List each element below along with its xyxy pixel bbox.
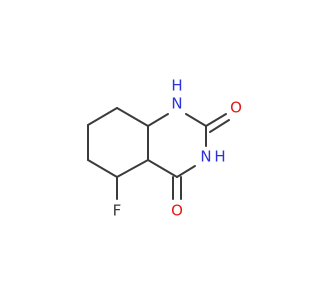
atom-nh-1: N — [171, 95, 182, 113]
bond-c8a-n1 — [147, 113, 169, 127]
bond-c8a-c8 — [116, 107, 149, 127]
bond-c6-c5 — [87, 159, 118, 178]
atom-nh-1-hydrogen: H — [171, 77, 182, 95]
atom-o-2: O — [230, 99, 242, 117]
atom-nh-3: N — [200, 148, 211, 166]
atom-nh-3-hydrogen: H — [214, 148, 225, 166]
atom-f-5: F — [113, 202, 122, 220]
bond-c2-o2-b — [209, 119, 230, 133]
bond-c2-o2-a — [205, 113, 227, 127]
bond-n1-c2 — [185, 113, 207, 127]
bond-c8-c7 — [87, 107, 118, 126]
bond-c5-c4a — [116, 159, 149, 178]
bond-c4-c4a — [147, 159, 178, 178]
bond-n3-c4 — [176, 165, 196, 178]
atom-o-4: O — [171, 202, 183, 220]
molecule-structure: H N O N H O F — [87, 77, 242, 220]
